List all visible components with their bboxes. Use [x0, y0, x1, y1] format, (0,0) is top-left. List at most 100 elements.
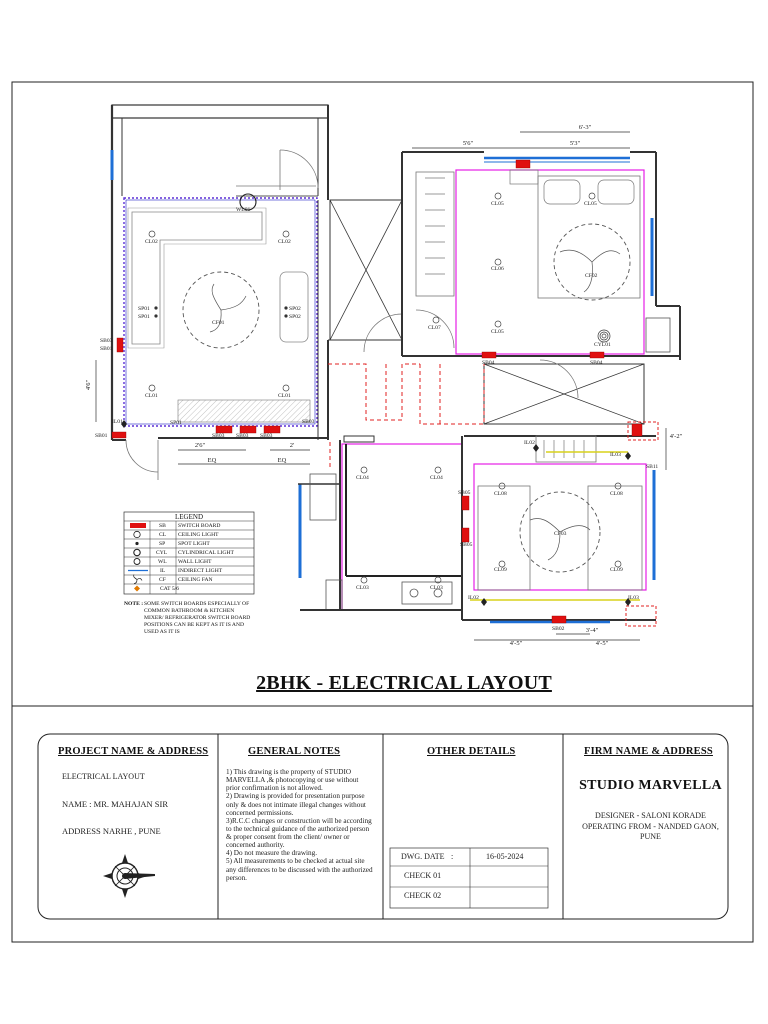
- plan-label: SB03: [100, 338, 113, 344]
- plan-label: SB04: [482, 360, 495, 366]
- shaft-cross: [329, 199, 645, 425]
- plan-label: CL05: [584, 201, 597, 207]
- note-line: 5) All measurements to be checked at act…: [226, 857, 373, 882]
- bedroom-1: [401, 151, 681, 360]
- other-details-table: [389, 847, 549, 909]
- designer-name: DESIGNER - SALONI KORADE: [595, 811, 706, 820]
- note-line: 1) This drawing is the property of STUDI…: [226, 768, 359, 785]
- plan-label: CL06: [491, 266, 504, 272]
- legend-note-line: MIXER/ REFRIGERATOR SWITCH BOARD: [144, 615, 250, 621]
- plan-label: CL08: [610, 491, 623, 497]
- legend-code: CYL: [156, 550, 168, 556]
- drawing-title: 2BHK - ELECTRICAL LAYOUT: [256, 672, 552, 694]
- plan-label: SB01: [100, 346, 113, 352]
- notes-header: GENERAL NOTES: [248, 746, 341, 757]
- dwg-date-colon: :: [451, 852, 454, 861]
- spot-light-symbol: [135, 541, 139, 546]
- plan-label: CL02: [278, 239, 291, 245]
- ceiling-light-symbols: [148, 192, 622, 584]
- indirect-light-symbols: [121, 420, 631, 606]
- legend-desc: SPOT LIGHT: [178, 541, 210, 547]
- dimension-label: 2'6": [195, 442, 206, 449]
- plan-label: CF03: [554, 531, 567, 537]
- legend-code: CL: [159, 532, 167, 538]
- dimension-label: 6'-3": [579, 124, 592, 131]
- check-01-label: CHECK 01: [404, 871, 442, 880]
- ceiling-fan-symbol: [133, 574, 143, 584]
- plan-label: SB03: [260, 433, 273, 439]
- plan-label: CL04: [430, 475, 443, 481]
- plan-label: SB03: [302, 419, 315, 425]
- dimension-label: 5'6": [463, 140, 474, 147]
- general-notes: 1) This drawing is the property of STUDI…: [226, 768, 376, 882]
- legend-code: CF: [159, 577, 166, 583]
- check-02-label: CHECK 02: [404, 891, 442, 900]
- legend-desc: SWITCH BOARD: [178, 523, 220, 529]
- plan-label: CL01: [145, 393, 158, 399]
- legend: LEGEND SB SWITCH BOARD CL CEILING LIGHT …: [123, 511, 255, 635]
- legend-desc: WALL LIGHT: [178, 559, 212, 565]
- legend-desc: CAT 5/6: [160, 586, 179, 592]
- plan-label: SP02: [289, 306, 301, 312]
- dimension-lines: [95, 131, 667, 641]
- wall-light-symbol: [133, 558, 141, 565]
- project-address: ADDRESS NARHE , PUNE: [62, 826, 161, 836]
- switchboard-symbol: [130, 523, 146, 528]
- plan-label: IL01: [112, 419, 123, 425]
- north-compass: [103, 854, 156, 898]
- plan-label: CL03: [430, 585, 443, 591]
- dimension-label: 4'6": [85, 379, 92, 390]
- plan-label: CL01: [278, 393, 291, 399]
- dwg-date-value: 16-05-2024: [486, 852, 524, 861]
- operating-from: OPERATING FROM - NANDED GAON,: [582, 822, 719, 831]
- legend-desc: CEILING FAN: [178, 577, 213, 583]
- cylindrical-light-symbol: [133, 548, 141, 557]
- cat-socket-symbol: [134, 585, 140, 592]
- legend-title: LEGEND: [175, 513, 203, 521]
- dimension-label: 4'-5": [596, 640, 609, 647]
- plan-label: SP01: [138, 314, 150, 320]
- plan-label: SB01: [95, 433, 108, 439]
- note-line: prior confirmation is not allowed.: [226, 784, 323, 793]
- plan-label: SB03: [236, 433, 249, 439]
- passage-circuit: [328, 363, 485, 470]
- plan-label: SB02: [552, 626, 565, 632]
- spot-light-symbols: [154, 306, 288, 318]
- sheet-border: [11, 81, 754, 943]
- legend-note-line: USED AS IT IS: [144, 629, 180, 635]
- plan-label: SP01: [138, 306, 150, 312]
- plan-label: IL03: [610, 452, 621, 458]
- dwg-date-label: DWG. DATE: [401, 852, 445, 861]
- note-line: 2) Drawing is provided for presentation …: [226, 792, 366, 817]
- ceiling-light-symbol: [133, 530, 141, 539]
- legend-code: WL: [158, 559, 167, 565]
- plan-label: CL04: [356, 475, 369, 481]
- plan-label: CL08: [494, 491, 507, 497]
- project-name: ELECTRICAL LAYOUT: [62, 772, 145, 781]
- switch-board-symbols: [111, 159, 643, 624]
- plan-label: WL01: [236, 207, 250, 213]
- dimension-label: 5'3": [570, 140, 581, 147]
- plan-label: CL03: [356, 585, 369, 591]
- legend-note-label: NOTE :: [124, 601, 143, 607]
- note-line: 4) Do not measure the drawing.: [226, 849, 318, 858]
- plan-label: SP02: [289, 314, 301, 320]
- project-header: PROJECT NAME & ADDRESS: [58, 746, 209, 757]
- plan-label: CL05: [491, 329, 504, 335]
- cylindrical-light-symbol: [597, 329, 611, 343]
- plan-label: SB04: [590, 360, 603, 366]
- legend-desc: CEILING LIGHT: [178, 532, 219, 538]
- legend-code: IL: [160, 568, 166, 574]
- plan-label: CYL01: [594, 342, 611, 348]
- other-details-header: OTHER DETAILS: [427, 746, 516, 757]
- plan-label: SB05: [458, 490, 471, 496]
- plan-label: CL05: [491, 201, 504, 207]
- legend-note-line: COMMON BATHROOM & KITCHEN: [144, 608, 234, 614]
- dimension-label: 3'-4": [586, 627, 599, 634]
- plan-label: SB05: [460, 542, 473, 548]
- plan-label: SP01: [170, 420, 182, 426]
- living-room: [110, 104, 375, 480]
- plan-labels: WL01 CL02 CL02 SP01 SP01 SP02 SP02 CF01 …: [95, 201, 658, 632]
- plan-label: CF02: [585, 273, 598, 279]
